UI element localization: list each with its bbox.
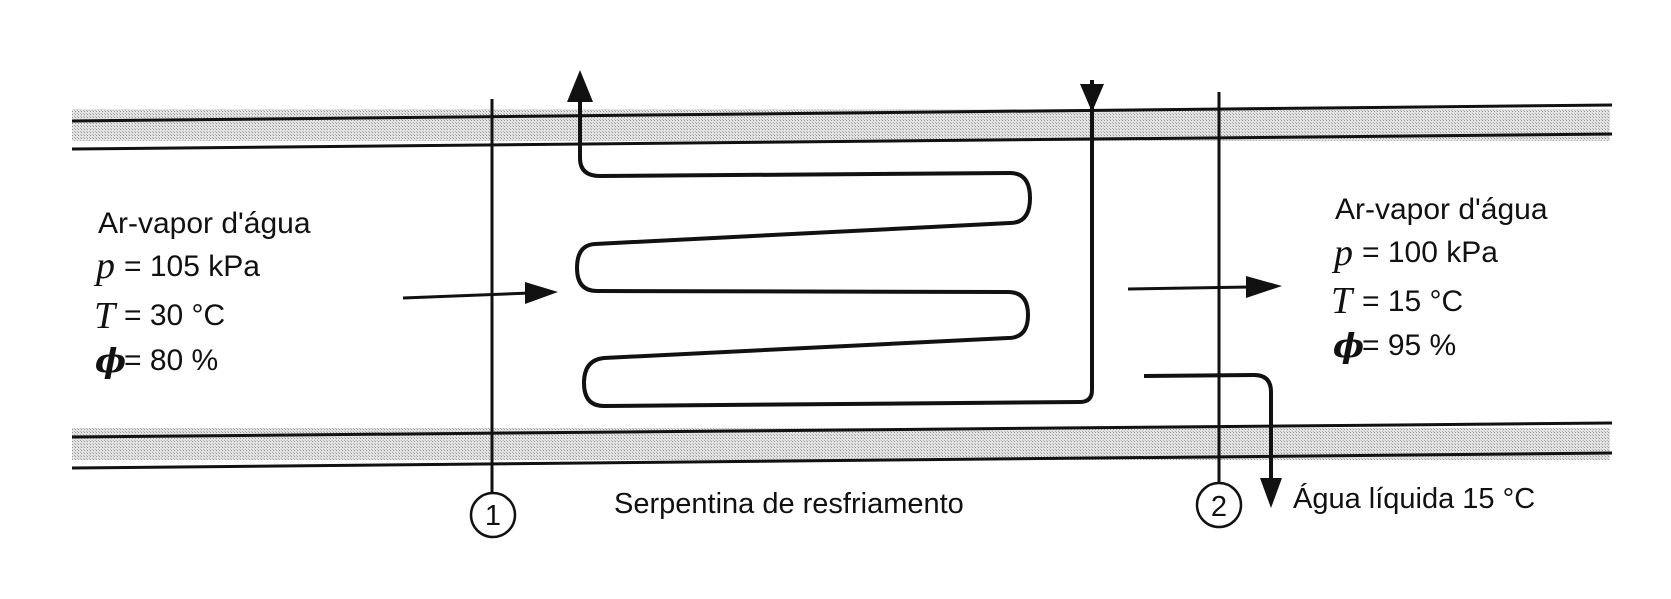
outlet-state: Ar-vapor d'água p = 100 kPa T = 15 °C ϕ … (1331, 193, 1548, 365)
inlet-humidity-value: = 80 % (124, 344, 218, 377)
outlet-pressure-symbol: p (1331, 232, 1353, 274)
outlet-flow-arrow (1127, 276, 1282, 298)
outlet-temperature-value: = 15 °C (1362, 285, 1463, 318)
section-number-2: 2 (1211, 491, 1227, 523)
outlet-humidity-value: = 95 % (1362, 329, 1456, 362)
coil-inlet-arrowhead (1080, 84, 1104, 112)
inlet-temperature-symbol: T (94, 295, 118, 337)
section-marker-1 (469, 491, 517, 539)
top-duct-wall (71, 103, 1613, 151)
section-marker-2 (1195, 481, 1243, 529)
cooling-coil-serpentine (575, 80, 1094, 408)
inlet-pressure-value: = 105 kPa (124, 250, 260, 283)
condensate-caption: Água líquida 15 °C (1293, 482, 1535, 515)
outlet-temperature-symbol: T (1331, 280, 1355, 322)
section-number-1: 1 (485, 500, 501, 532)
inlet-flow-arrow (402, 282, 558, 304)
condensate-drain (1143, 372, 1282, 508)
inlet-humidity-symbol: ϕ (95, 341, 126, 380)
coil-outlet-arrowhead (567, 70, 593, 102)
coil-caption: Serpentina de resfriamento (614, 488, 964, 520)
outlet-title: Ar-vapor d'água (1335, 193, 1548, 226)
bottom-duct-wall (71, 421, 1613, 470)
inlet-title: Ar-vapor d'água (98, 207, 311, 240)
inlet-state: Ar-vapor d'água p = 105 kPa T = 30 °C ϕ … (93, 207, 311, 380)
inlet-temperature-value: = 30 °C (124, 299, 225, 332)
outlet-humidity-symbol: ϕ (1333, 326, 1364, 365)
inlet-pressure-symbol: p (93, 245, 115, 287)
outlet-pressure-value: = 100 kPa (1362, 236, 1498, 269)
